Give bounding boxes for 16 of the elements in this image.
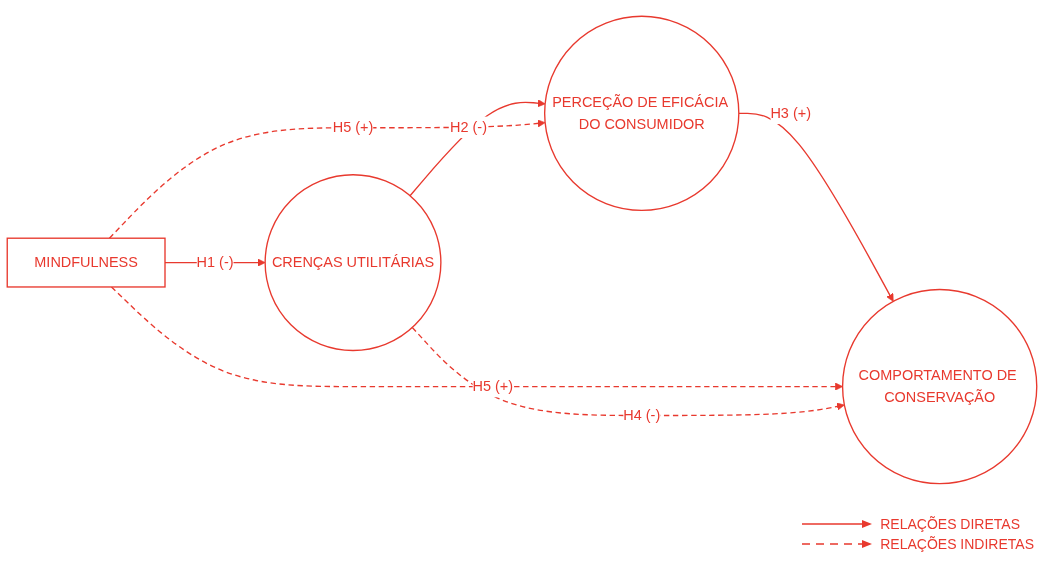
edge-label: H5 (+) <box>332 119 374 136</box>
node-circle: CRENÇAS UTILITÁRIAS <box>264 174 442 352</box>
arrow <box>411 326 845 417</box>
node-box: MINDFULNESS <box>6 237 166 288</box>
edge-label: H2 (-) <box>450 119 487 135</box>
legend-text: RELAÇÕES INDIRETAS <box>880 536 1034 552</box>
arrow <box>738 112 894 302</box>
edge-label: H5 (+) <box>472 378 514 394</box>
arrow <box>409 99 546 197</box>
edge-label: H4 (-) <box>623 407 661 423</box>
edge-label: H3 (+) <box>770 105 811 121</box>
node-circle: COMPORTAMENTO DE CONSERVAÇÃO <box>841 288 1038 485</box>
node-circle: PERCEÇÃO DE EFICÁCIA DO CONSUMIDOR <box>544 15 740 212</box>
legend-text: RELAÇÕES DIRETAS <box>880 516 1020 532</box>
edge-label: H1 (-) <box>196 254 234 270</box>
arrow <box>110 286 843 391</box>
